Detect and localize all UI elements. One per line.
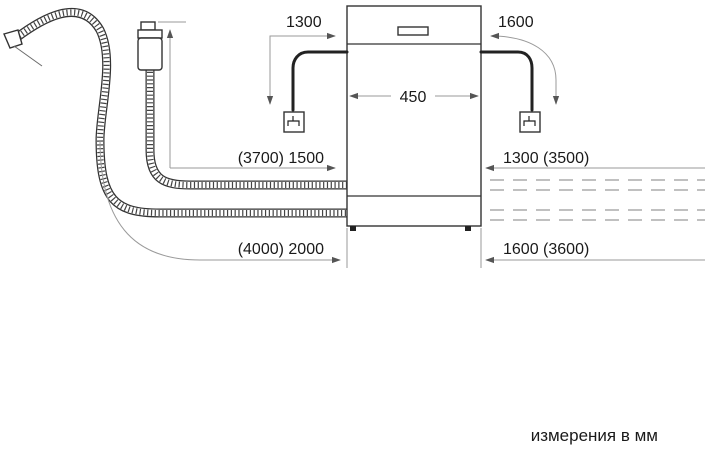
left-tap-hose: 1300 <box>266 14 349 133</box>
foot-right <box>465 226 471 231</box>
control-panel <box>397 26 429 36</box>
drain-dimension: (4000) 2000 1600 (3600) <box>99 139 705 268</box>
water-tap-icon <box>283 111 305 133</box>
dishwasher: 450 <box>346 5 482 231</box>
drain-left-label: (4000) 2000 <box>238 241 324 258</box>
inlet-height-dimension <box>158 21 336 172</box>
aquastop-valve-icon <box>137 21 163 71</box>
foot-left <box>350 226 356 231</box>
drain-hose <box>3 7 347 218</box>
inlet-right-label: 1300 (3500) <box>503 150 589 167</box>
drain-hose-icon <box>3 29 23 49</box>
drain-right-label: 1600 (3600) <box>503 241 589 258</box>
left-hose-length-label: 1300 <box>286 14 322 31</box>
inlet-dimension: (3700) 1500 1300 (3500) <box>238 150 705 172</box>
right-tap-hose: 1600 <box>479 14 560 133</box>
units-caption: измерения в мм <box>531 426 658 445</box>
width-label: 450 <box>400 89 427 106</box>
water-tap-icon <box>519 111 541 133</box>
right-hose-length-label: 1600 <box>498 14 534 31</box>
inlet-left-label: (3700) 1500 <box>238 150 324 167</box>
dishwasher-body <box>346 5 482 227</box>
inlet-hose <box>137 21 347 190</box>
right-hose-extension <box>490 179 705 221</box>
